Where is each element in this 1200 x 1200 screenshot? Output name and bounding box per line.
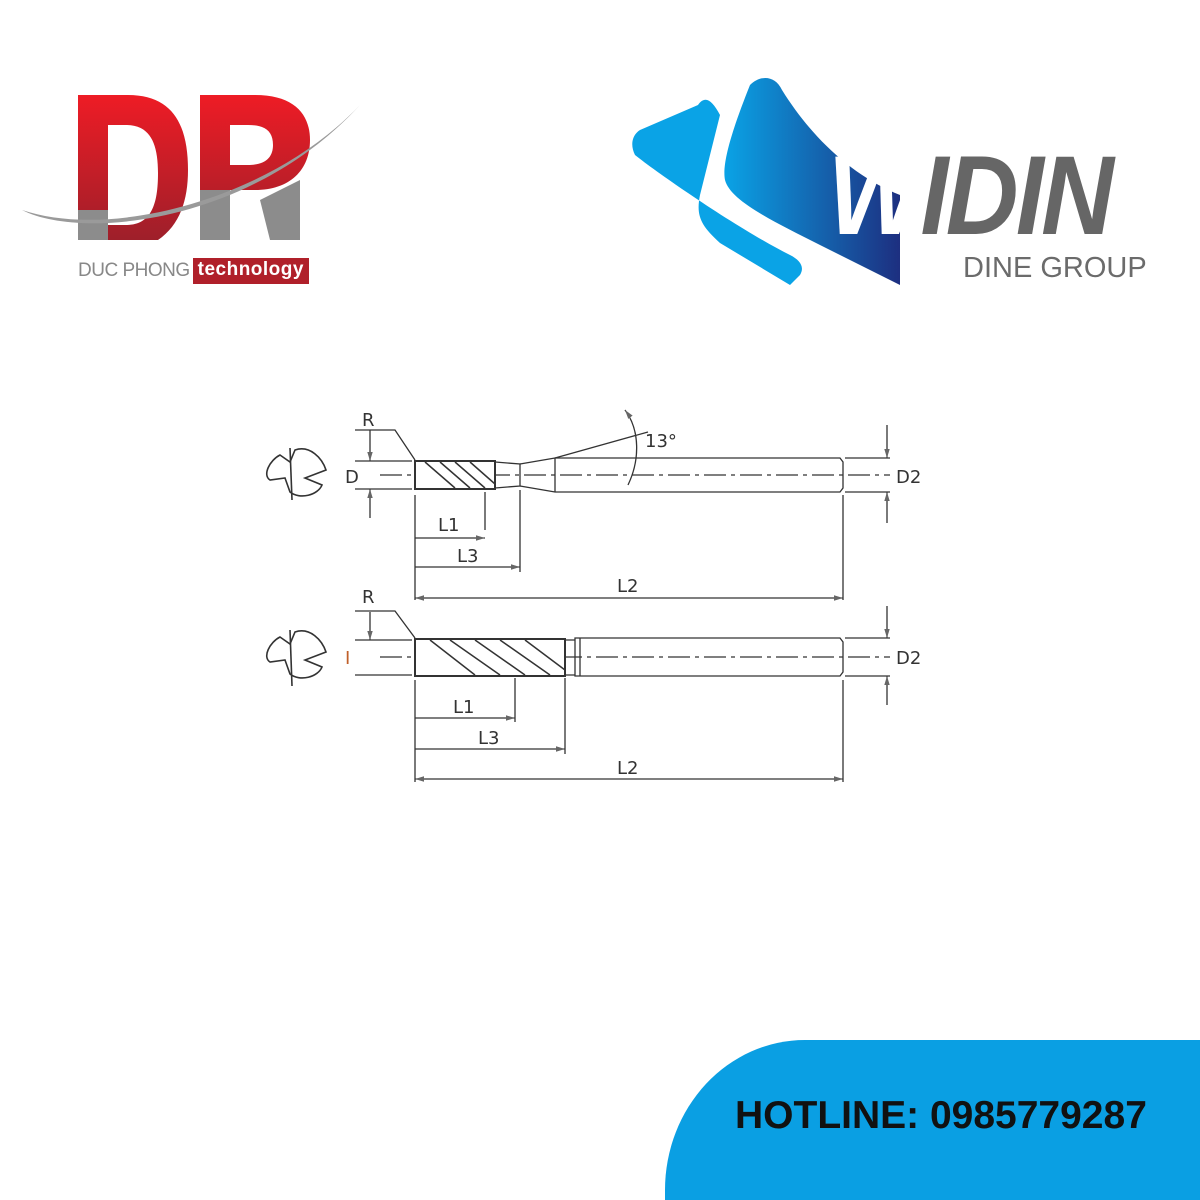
duc-phong-logo (22, 95, 360, 240)
label-r-bottom: R (362, 587, 375, 608)
tool-bottom (355, 606, 890, 782)
label-l2-bottom: L2 (617, 758, 638, 779)
label-d2-bottom: D2 (896, 648, 921, 669)
end-view-icon-top (265, 447, 328, 501)
label-l3-top: L3 (457, 546, 478, 567)
label-angle: 13° (645, 431, 677, 452)
hotline-text[interactable]: HOTLINE: 0985779287 (735, 1094, 1147, 1137)
brand-name: DUC PHONG (78, 260, 190, 281)
label-l1-bottom: L1 (453, 697, 474, 718)
widin-logo-mark (632, 78, 900, 286)
tool-top (355, 409, 890, 601)
label-l1-top: L1 (438, 515, 459, 536)
dine-group-label: DINE GROUP (963, 252, 1147, 284)
duc-phong-tagline: DUC PHONG technology (78, 258, 309, 284)
label-d-top: D (345, 467, 359, 488)
label-r-top: R (362, 410, 375, 431)
label-d2-top: D2 (896, 467, 921, 488)
label-l2-top: L2 (617, 576, 638, 597)
label-d-bottom: I (345, 648, 350, 669)
widin-wordmark: WIDIN (828, 140, 1114, 252)
widin-wordmark-text: WIDIN (828, 133, 1114, 258)
label-l3-bottom: L3 (478, 728, 499, 749)
brand-tag: technology (192, 258, 309, 284)
hotline-banner (665, 1040, 1200, 1200)
end-view-icon-bottom (265, 629, 328, 687)
